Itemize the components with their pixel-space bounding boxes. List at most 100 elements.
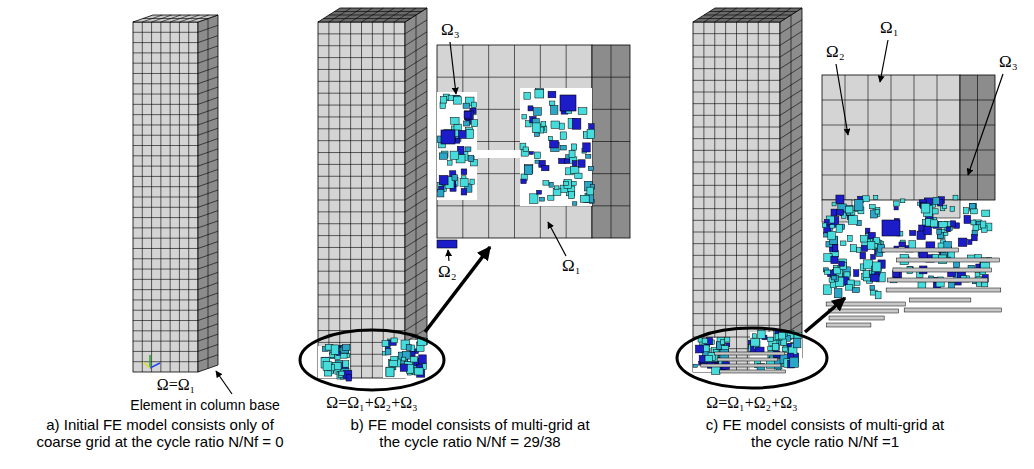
mesh-line bbox=[318, 33, 405, 34]
fine-element bbox=[933, 197, 940, 204]
mesh-line bbox=[133, 310, 198, 311]
top-face bbox=[318, 8, 427, 22]
fine-element bbox=[559, 123, 564, 129]
fine-element bbox=[572, 161, 577, 167]
mesh-line bbox=[693, 197, 780, 198]
fine-element bbox=[772, 344, 779, 351]
fine-element bbox=[460, 178, 468, 186]
mesh-line bbox=[318, 164, 405, 165]
leader-line bbox=[548, 222, 566, 256]
mesh-line bbox=[693, 103, 780, 104]
axis-triad bbox=[149, 355, 151, 368]
fine-element bbox=[875, 209, 879, 214]
fine-element bbox=[548, 195, 554, 200]
sliver-element bbox=[827, 323, 871, 327]
mesh-line bbox=[318, 176, 405, 177]
fine-element bbox=[569, 192, 575, 199]
fine-element bbox=[535, 90, 544, 98]
sliver-element bbox=[910, 298, 971, 302]
subfigure-caption: b) FE model consists of multi-grid at th… bbox=[345, 416, 595, 450]
fine-element bbox=[569, 150, 575, 157]
mesh-face bbox=[822, 75, 960, 200]
fine-element bbox=[414, 368, 423, 375]
fine-element bbox=[931, 220, 938, 227]
mesh-face bbox=[133, 22, 198, 372]
fine-element bbox=[560, 145, 566, 150]
mesh-line bbox=[592, 141, 630, 142]
fine-element bbox=[529, 152, 533, 155]
fine-element bbox=[346, 374, 352, 381]
fine-element bbox=[528, 106, 533, 111]
fine-element bbox=[441, 130, 455, 144]
mesh-line bbox=[693, 150, 780, 151]
fine-element bbox=[793, 338, 801, 348]
region-label: Ω₂ bbox=[826, 42, 845, 61]
mesh-line bbox=[693, 278, 780, 279]
axis-triad bbox=[150, 363, 160, 368]
fine-element bbox=[583, 143, 591, 152]
fine-element bbox=[464, 112, 471, 118]
mesh-line bbox=[693, 185, 780, 186]
fine-element bbox=[437, 240, 457, 248]
mesh-line bbox=[937, 75, 938, 200]
side-face bbox=[780, 8, 802, 372]
mesh-line bbox=[318, 247, 405, 248]
region-label: Ω=Ω₁+Ω₂+Ω₃ bbox=[706, 394, 797, 412]
mesh-line bbox=[318, 81, 405, 82]
fine-element bbox=[580, 195, 589, 202]
fine-element bbox=[705, 355, 712, 361]
fine-element bbox=[586, 154, 591, 158]
mesh-line bbox=[318, 306, 405, 307]
fine-element bbox=[854, 199, 863, 210]
mesh-line bbox=[693, 45, 780, 46]
mesh-line bbox=[318, 200, 405, 201]
fine-element bbox=[560, 95, 576, 111]
fine-element bbox=[450, 151, 459, 159]
region-label: Ω₃ bbox=[999, 52, 1018, 71]
fine-element bbox=[406, 345, 411, 351]
fine-element bbox=[847, 235, 852, 241]
fine-element bbox=[572, 181, 577, 185]
fine-element bbox=[831, 256, 838, 263]
zoom-arrow bbox=[805, 298, 845, 332]
fine-element bbox=[971, 220, 975, 225]
mesh-line bbox=[133, 63, 198, 64]
fine-element bbox=[532, 123, 540, 133]
damage-gap bbox=[520, 88, 592, 206]
zoom-inset bbox=[437, 45, 630, 248]
fine-element bbox=[323, 362, 332, 371]
mesh-line bbox=[133, 155, 198, 156]
mesh-line bbox=[318, 116, 405, 117]
fine-element bbox=[437, 189, 443, 197]
fine-element bbox=[702, 338, 708, 343]
fine-element bbox=[468, 155, 473, 161]
zoom-circle bbox=[677, 328, 827, 388]
mesh-line bbox=[693, 33, 780, 34]
sliver-element bbox=[886, 288, 1001, 292]
sliver-element bbox=[893, 268, 992, 272]
mesh-line bbox=[133, 176, 198, 177]
mesh-face bbox=[693, 22, 780, 372]
fine-element bbox=[924, 227, 932, 235]
fine-element bbox=[411, 351, 415, 356]
mesh-line bbox=[960, 150, 995, 151]
fine-element bbox=[860, 252, 866, 259]
fine-element bbox=[542, 165, 549, 170]
fine-element bbox=[533, 108, 541, 116]
mesh-line bbox=[133, 341, 198, 342]
mesh-line bbox=[133, 124, 198, 125]
fine-element bbox=[448, 161, 452, 166]
fine-element bbox=[831, 209, 837, 216]
mesh-face bbox=[960, 75, 995, 200]
fine-element bbox=[850, 245, 856, 252]
fine-element bbox=[439, 153, 447, 159]
mesh-line bbox=[960, 100, 995, 101]
mesh-line bbox=[318, 93, 405, 94]
fine-element bbox=[343, 345, 350, 351]
leader-line bbox=[216, 371, 232, 394]
fine-element bbox=[970, 203, 976, 209]
fine-element bbox=[899, 242, 905, 247]
fine-element bbox=[549, 182, 553, 187]
mesh-line bbox=[693, 68, 780, 69]
mesh-line bbox=[693, 325, 780, 326]
